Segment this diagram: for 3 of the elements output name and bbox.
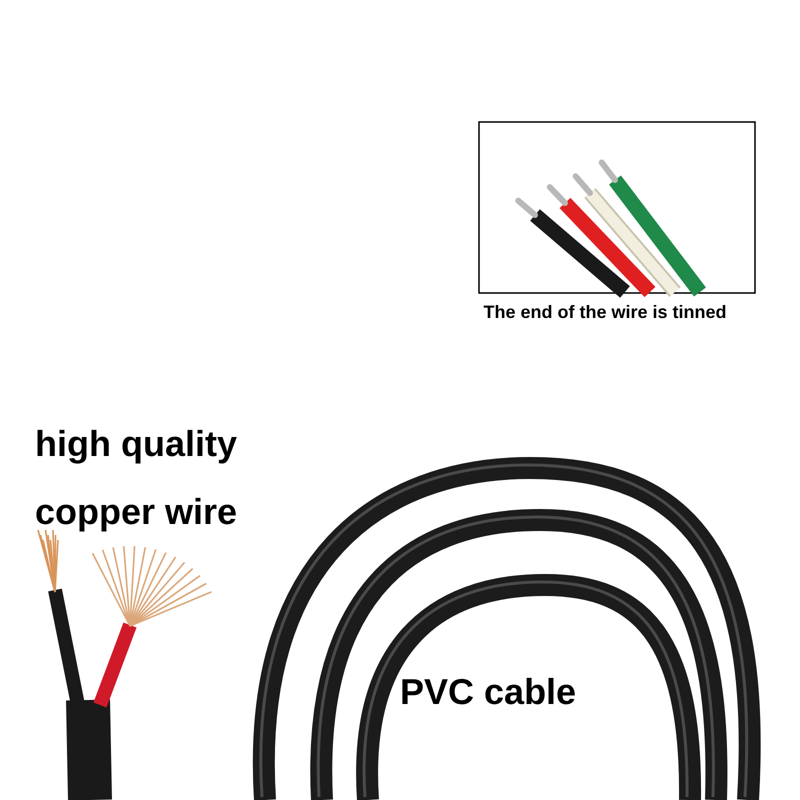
cable-label: PVC cable	[400, 670, 578, 714]
feature-label: high quality copper wire	[35, 422, 238, 534]
caption: The end of the wire is tinned	[482, 301, 728, 324]
